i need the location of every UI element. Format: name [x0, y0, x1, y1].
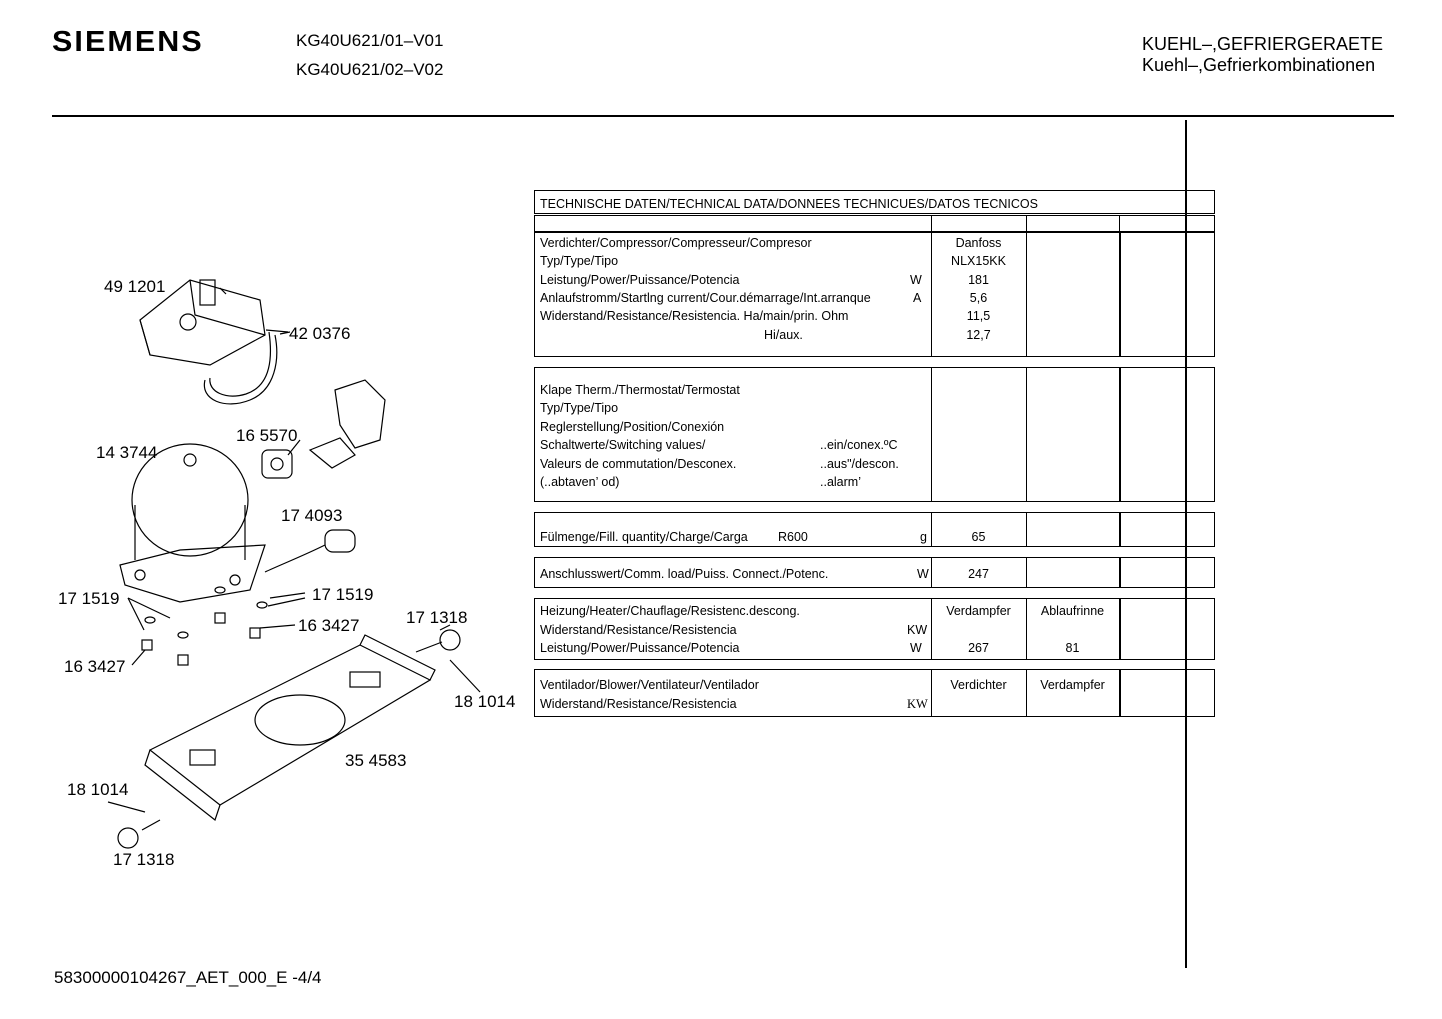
- brand-logo: SIEMENS: [52, 26, 204, 58]
- relay-drawing: [261, 449, 293, 479]
- heater-col2-label: Ablaufrinne: [1040, 604, 1105, 618]
- part-181014-left-label: 18 1014: [67, 780, 129, 799]
- part-143744-label: 14 3744: [96, 443, 158, 462]
- connected-load-label: Anschlusswert/Comm. load/Puiss. Connect.…: [540, 567, 829, 581]
- relay-cover-drawing: [334, 379, 386, 449]
- model-number-1: KG40U621/01–V01: [296, 31, 444, 50]
- compressor-section: Verdichter/Compressor/Compresseur/Compre…: [534, 232, 1215, 357]
- switching-values-label: Schaltwerte/Switching values/: [540, 438, 706, 452]
- defrost-label: (..abtaven’ od): [540, 475, 620, 489]
- heater-resistance-unit: KW: [907, 623, 928, 637]
- fill-quantity-unit: g: [920, 530, 927, 544]
- category-upper: KUEHL–,GEFRIERGERAETE: [1142, 34, 1384, 54]
- part-491201-label: 49 1201: [104, 277, 166, 296]
- switching-on-label: ..ein/conex.ºC: [820, 438, 898, 452]
- drip-tray-drawing: [139, 279, 266, 366]
- tech-data-header-row: [534, 215, 1215, 232]
- connected-load-value: 247: [968, 567, 989, 581]
- fan-label: Ventilador/Blower/Ventilateur/Ventilador: [540, 678, 759, 692]
- commutation-label: Valeurs de commutation/Desconex.: [540, 457, 737, 471]
- heater-power-unit: W: [910, 641, 922, 655]
- part-174093-label: 17 4093: [281, 506, 343, 525]
- fan-resistance-label: Widerstand/Resistance/Resistencia: [540, 697, 737, 711]
- model-number-2: KG40U621/02–V02: [296, 60, 444, 79]
- heater-power-value-2: 81: [1065, 641, 1080, 655]
- heater-label: Heizung/Heater/Chauflage/Resistenc.desco…: [540, 604, 800, 618]
- fill-quantity-section: Fülmenge/Fill. quantity/Charge/Carga R60…: [534, 512, 1215, 547]
- compressor-label: Verdichter/Compressor/Compresseur/Compre…: [540, 236, 812, 250]
- margin-rule: [1185, 120, 1187, 968]
- part-163427-left-label: 16 3427: [64, 657, 126, 676]
- power-value: 181: [968, 273, 989, 287]
- part-181014-right-label: 18 1014: [454, 692, 516, 711]
- wheel-left-drawing: [117, 827, 139, 849]
- heater-power-value-1: 267: [968, 641, 989, 655]
- tech-data-title: TECHNISCHE DATEN/TECHNICAL DATA/DONNEES …: [540, 197, 1038, 211]
- thermostat-position-label: Reglerstellung/Position/Conexión: [540, 420, 725, 434]
- heater-col1-label: Verdampfer: [946, 604, 1011, 618]
- power-label: Leistung/Power/Puissance/Potencia: [540, 273, 740, 287]
- heater-section: Heizung/Heater/Chauflage/Resistenc.desco…: [534, 598, 1215, 660]
- thermostat-type-label: Typ/Type/Tipo: [540, 401, 619, 415]
- connected-load-section: Anschlusswert/Comm. load/Puiss. Connect.…: [534, 557, 1215, 588]
- heater-power-label: Leistung/Power/Puissance/Potencia: [540, 641, 740, 655]
- type-value: NLX15KK: [951, 254, 1006, 268]
- thermostat-section: Klape Therm./Thermostat/Termostat Typ/Ty…: [534, 367, 1215, 502]
- part-171519-left-label: 17 1519: [58, 589, 120, 608]
- tech-data-title-box: TECHNISCHE DATEN/TECHNICAL DATA/DONNEES …: [534, 190, 1215, 214]
- compressor-value: Danfoss: [955, 236, 1002, 250]
- part-165570-label: 16 5570: [236, 426, 298, 445]
- compressor-drawing: [119, 443, 266, 603]
- fan-col2-label: Verdampfer: [1040, 678, 1105, 692]
- base-plate-drawing: [144, 634, 436, 821]
- alarm-label: ..alarm’: [820, 475, 861, 489]
- fill-quantity-label: Fülmenge/Fill. quantity/Charge/Carga: [540, 530, 748, 544]
- resistance-aux-label: Hi/aux.: [764, 328, 803, 342]
- resistance-aux-value: 12,7: [966, 328, 991, 342]
- resistance-main-value: 11,5: [966, 309, 991, 323]
- starting-current-label: Anlaufstromm/Startlng current/Cour.démar…: [540, 291, 871, 305]
- starting-current-value: 5,6: [969, 291, 988, 305]
- wheel-right-drawing: [439, 629, 461, 651]
- category-lower: Kuehl–,Gefrierkombinationen: [1142, 55, 1376, 75]
- pin-right-drawing: [415, 641, 443, 653]
- part-171519-right-label: 17 1519: [312, 585, 374, 604]
- power-unit: W: [910, 273, 922, 287]
- header-rule: [52, 115, 1394, 117]
- connected-load-unit: W: [917, 567, 929, 581]
- fan-resistance-unit: KW: [907, 697, 928, 711]
- fan-col1-label: Verdichter: [950, 678, 1007, 692]
- part-171318-right-label: 17 1318: [406, 608, 468, 627]
- part-163427-right-label: 16 3427: [298, 616, 360, 635]
- refrigerant-label: R600: [778, 530, 808, 544]
- thermostat-label: Klape Therm./Thermostat/Termostat: [540, 383, 740, 397]
- type-label: Typ/Type/Tipo: [540, 254, 619, 268]
- starting-current-unit: A: [913, 291, 922, 305]
- switching-off-label: ..aus"/descon.: [820, 457, 899, 471]
- part-171318-left-label: 17 1318: [113, 850, 175, 869]
- fill-quantity-value: 65: [971, 530, 986, 544]
- capacitor-drawing: [324, 529, 356, 553]
- pin-left-drawing: [141, 819, 161, 831]
- part-354583-label: 35 4583: [345, 751, 407, 770]
- part-420376-label: 42 0376: [289, 324, 351, 343]
- heater-resistance-label: Widerstand/Resistance/Resistencia: [540, 623, 737, 637]
- fan-section: Ventilador/Blower/Ventilateur/Ventilador…: [534, 669, 1215, 717]
- resistance-main-label: Widerstand/Resistance/Resistencia. Ha/ma…: [540, 309, 849, 323]
- grommets-drawing: [141, 586, 268, 666]
- document-code: 58300000104267_AET_000_E -4/4: [54, 968, 322, 987]
- exploded-parts-diagram: [107, 279, 481, 849]
- hose-drawing: [203, 334, 278, 405]
